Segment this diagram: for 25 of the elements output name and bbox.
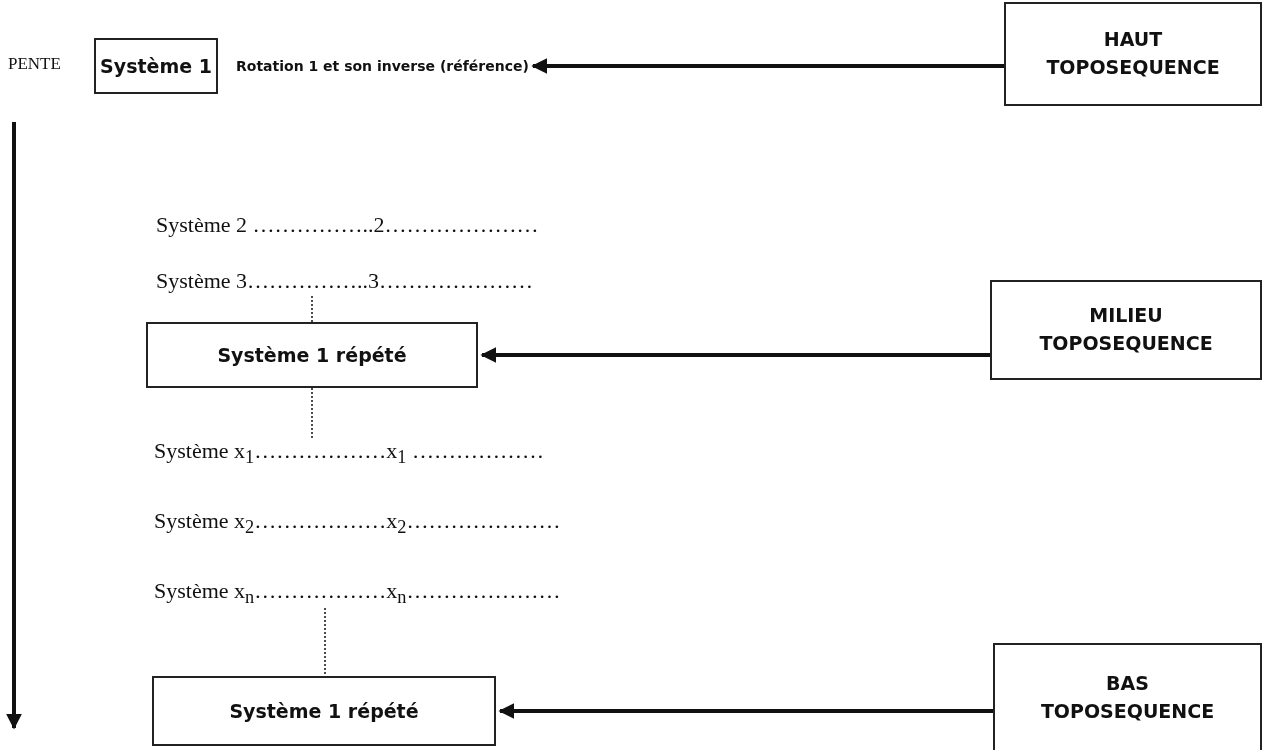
system-box [152, 676, 496, 746]
toposequence-box [990, 280, 1262, 380]
arrow [531, 58, 1004, 74]
toposequence-box [993, 643, 1262, 750]
system-line-text: Système x$_{n}$………………x$_{n}$………………… [154, 577, 561, 609]
box-label: Système 1 répété [217, 344, 407, 366]
slope-label: PENTE [8, 54, 61, 74]
note-text: Rotation 1 et son inverse (référence) [236, 58, 529, 74]
arrow [498, 703, 993, 719]
system-line-text: Système 2 ……………..2………………… [156, 212, 539, 238]
system-box [146, 322, 478, 388]
arrow [480, 347, 990, 363]
box-label: Système 1 [100, 55, 212, 77]
system-box [94, 38, 218, 94]
box-label: HAUT TOPOSEQUENCE [1045, 27, 1221, 80]
dotted-connector [311, 387, 313, 439]
system-line-text: Système x$_{2}$………………x$_{2}$………………… [154, 508, 561, 539]
toposequence-box [1004, 2, 1262, 106]
box-label: MILIEU TOPOSEQUENCE [1038, 303, 1214, 356]
dotted-connector [311, 295, 313, 323]
box-label: Système 1 répété [229, 700, 419, 722]
system-line-text: Système 3……………..3………………… [156, 268, 534, 294]
system-line-text: Système x$_{1}$………………x$_{1}$ ……………… [154, 437, 544, 469]
dotted-connector [324, 607, 326, 677]
box-label: BAS TOPOSEQUENCE [1039, 671, 1216, 724]
